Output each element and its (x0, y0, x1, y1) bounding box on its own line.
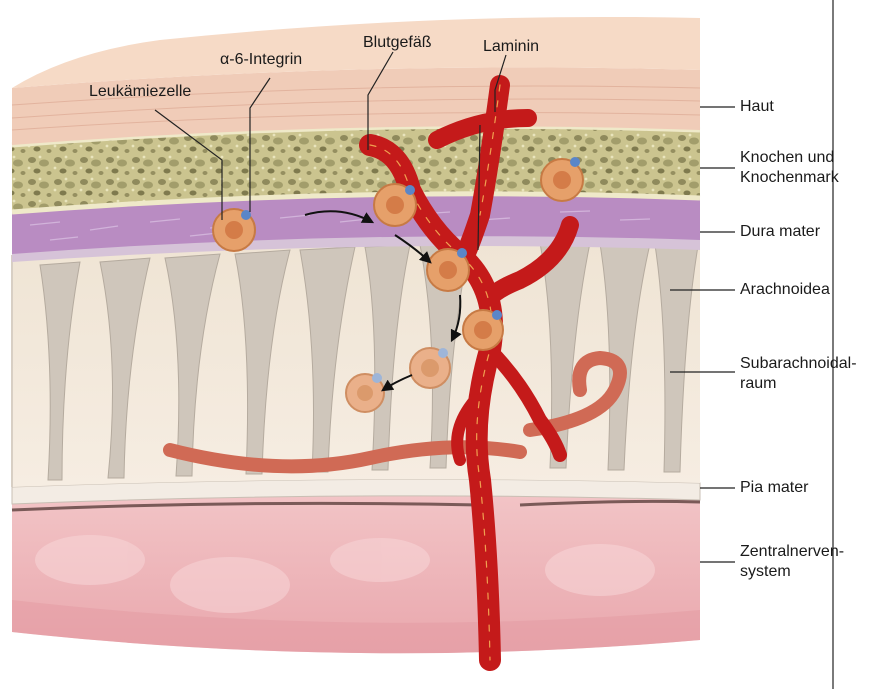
label-cns-line2: system (740, 562, 844, 582)
label-pia: Pia mater (740, 478, 808, 498)
cell-6 (410, 348, 450, 388)
label-blood-vessel: Blutgefäß (363, 33, 431, 53)
cell-2 (374, 184, 416, 226)
label-cns: Zentralnerven- system (740, 542, 844, 582)
label-subarachnoid-line2: raum (740, 374, 857, 394)
label-integrin: α-6-Integrin (220, 50, 302, 70)
cell-5 (463, 310, 503, 350)
label-laminin: Laminin (483, 37, 539, 57)
cell-1 (213, 209, 255, 251)
label-skin: Haut (740, 97, 774, 117)
cell-4 (427, 248, 469, 291)
label-leukemia-cell: Leukämiezelle (89, 82, 191, 102)
label-subarachnoid: Subarachnoidal- raum (740, 354, 857, 394)
label-subarachnoid-line1: Subarachnoidal- (740, 354, 857, 374)
cell-7 (346, 373, 384, 412)
label-arachnoid: Arachnoidea (740, 280, 830, 300)
label-dura: Dura mater (740, 222, 820, 242)
label-bone: Knochen und Knochenmark (740, 148, 839, 188)
label-bone-line2: Knochenmark (740, 168, 839, 188)
label-bone-line1: Knochen und (740, 148, 839, 168)
label-cns-line1: Zentralnerven- (740, 542, 844, 562)
